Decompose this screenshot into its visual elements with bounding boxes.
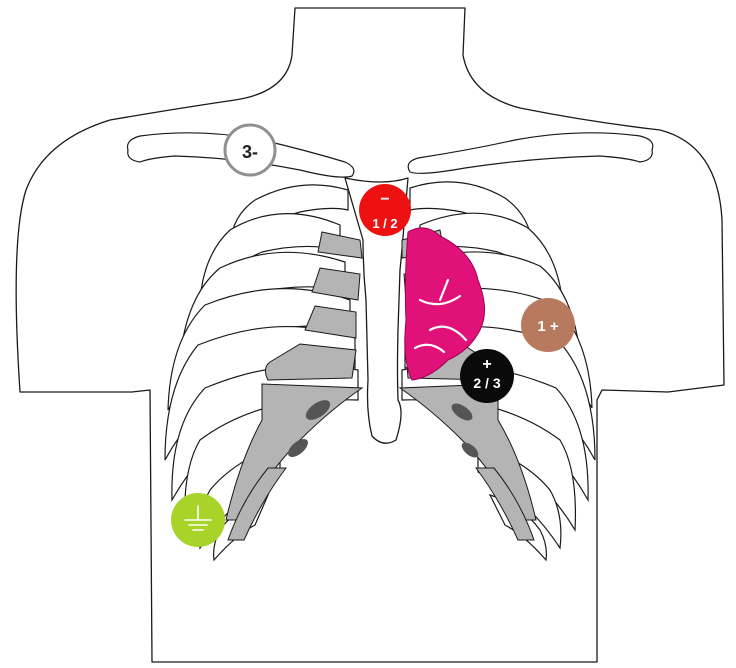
electrode-top-chest-label: 1 / 2 xyxy=(372,216,397,231)
electrode-top-chest[interactable]: − 1 / 2 xyxy=(359,184,411,236)
electrode-lower-chest-label: 2 / 3 xyxy=(473,375,500,391)
electrode-ra-label: 3- xyxy=(242,142,258,162)
electrode-ra[interactable]: 3- xyxy=(225,125,275,175)
electrode-top-chest-sign: − xyxy=(380,191,389,208)
electrode-lower-chest[interactable]: + 2 / 3 xyxy=(460,349,514,403)
electrode-ground[interactable] xyxy=(171,493,225,547)
electrode-lower-chest-sign: + xyxy=(482,356,491,373)
electrode-la[interactable]: 1 + xyxy=(521,298,575,352)
electrode-la-label: 1 + xyxy=(537,318,559,335)
